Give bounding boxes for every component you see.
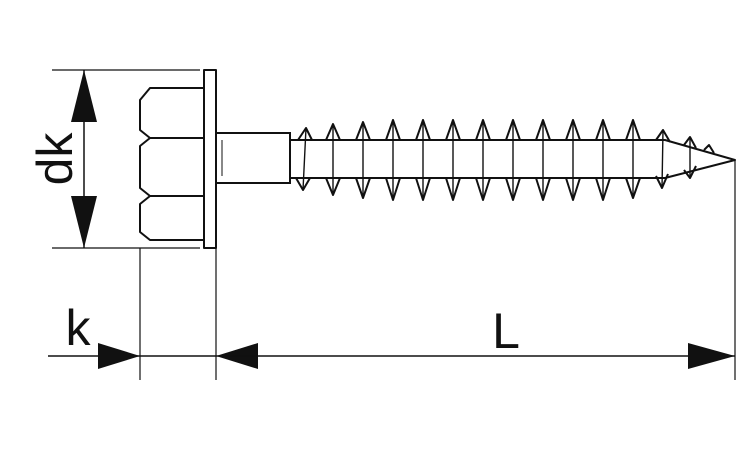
dimension-L: L xyxy=(216,303,735,369)
L-label: L xyxy=(492,303,520,359)
screw-head xyxy=(139,69,217,249)
thread-crests-bottom xyxy=(295,165,697,201)
dimension-dk: dk xyxy=(27,70,97,248)
dimension-k: k xyxy=(48,300,258,369)
dk-arrow-up xyxy=(71,70,97,122)
screw-shank xyxy=(215,132,291,184)
k-arrow-right xyxy=(98,343,140,369)
hex-head-outline xyxy=(139,87,205,241)
shank-body xyxy=(215,132,291,184)
thread-crests-top xyxy=(297,119,715,154)
washer-flange xyxy=(203,69,217,249)
k-label: k xyxy=(66,300,92,356)
dk-arrow-down xyxy=(71,196,97,248)
thread-flanks xyxy=(302,120,691,200)
threaded-section xyxy=(290,119,736,201)
L-arrow-right xyxy=(688,343,735,369)
dk-label: dk xyxy=(27,132,83,186)
extension-lines xyxy=(52,69,736,380)
